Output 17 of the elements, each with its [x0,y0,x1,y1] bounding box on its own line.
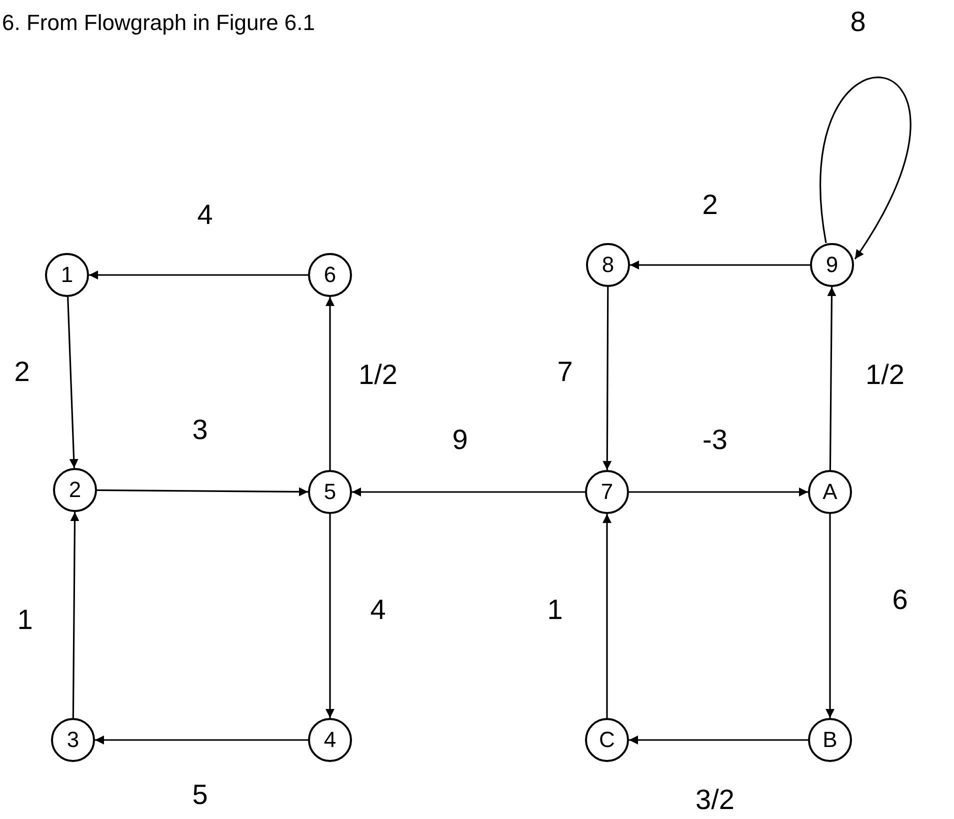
arrow [827,287,836,470]
arrow [352,488,585,496]
arrow [89,270,308,280]
arrow [326,514,334,718]
arrow [630,260,810,270]
arrow [820,77,912,260]
arrow [602,287,612,470]
arrow [629,736,808,744]
arrow [67,296,78,468]
arrow [629,488,808,496]
arrow [70,512,80,718]
arrow [326,297,334,470]
title: 6. From Flowgraph in Figure 6.1 [2,9,316,37]
arrow [97,487,308,496]
arrow [95,736,308,744]
arrow [826,514,834,718]
arrow [602,514,612,718]
